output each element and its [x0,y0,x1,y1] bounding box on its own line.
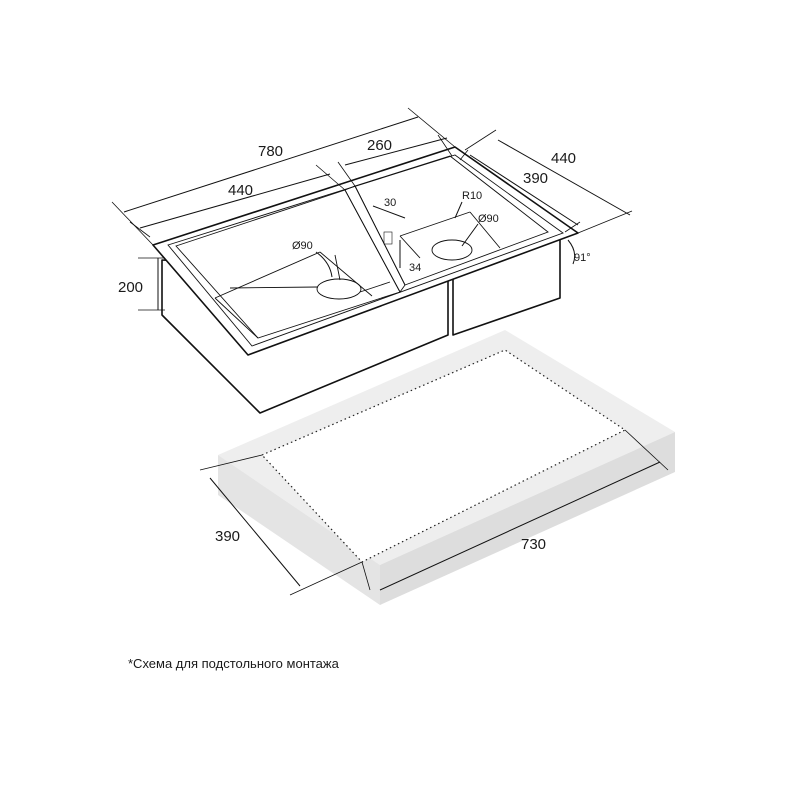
label-440-depth: 440 [551,150,576,167]
countertop [218,330,675,605]
label-260: 260 [367,137,392,154]
mounting-footnote: *Схема для подстольного монтажа [128,656,339,671]
dimension-lines [111,107,669,596]
label-r10: R10 [462,190,482,202]
dim-line-440-left [139,173,331,229]
left-bowl-floor-edge-2 [319,251,373,297]
dim-line-730 [379,461,661,591]
left-drain [316,278,362,300]
label-200: 200 [118,279,143,296]
dim-line-390-cutout [209,477,301,587]
label-440-left: 440 [228,182,253,199]
dim-line-780 [123,116,419,213]
label-390-cutout: 390 [215,528,240,545]
right-bowl-floor-edge [399,211,471,237]
leader-r10 [454,201,463,219]
label-left-drain: Ø90 [292,240,313,252]
angle-arc [567,239,576,265]
leader-left-drain [315,251,333,278]
right-bowl-opening [354,155,549,286]
dim-line-260 [344,137,448,166]
left-bowl-groove [229,286,319,289]
left-bowl-groove-2 [334,254,341,281]
leader-right-drain [461,223,479,247]
countertop-cutout [262,350,625,562]
dim-line-30 [372,205,406,219]
label-730: 730 [521,536,546,553]
right-bowl-floor-edge-3 [399,235,421,259]
dim-line-440-depth [497,139,631,216]
label-390-depth: 390 [523,170,548,187]
right-drain [431,239,473,261]
sink [152,146,579,414]
countertop-front-edge [218,455,380,605]
cutout-outline [260,349,627,563]
countertop-side-edge [380,432,675,605]
label-30: 30 [384,197,396,209]
left-bowl-floor-edge-3 [214,297,259,339]
label-780: 780 [258,143,283,160]
left-bowl-groove-3 [359,281,391,293]
dim-line-390-depth [469,154,579,226]
brand-logo [383,231,393,245]
label-91-angle: 91° [574,252,591,264]
left-bowl-floor-edge [214,251,321,299]
label-34: 34 [409,262,421,274]
right-bowl-floor-edge-2 [469,211,501,249]
label-right-drain: Ø90 [478,213,499,225]
